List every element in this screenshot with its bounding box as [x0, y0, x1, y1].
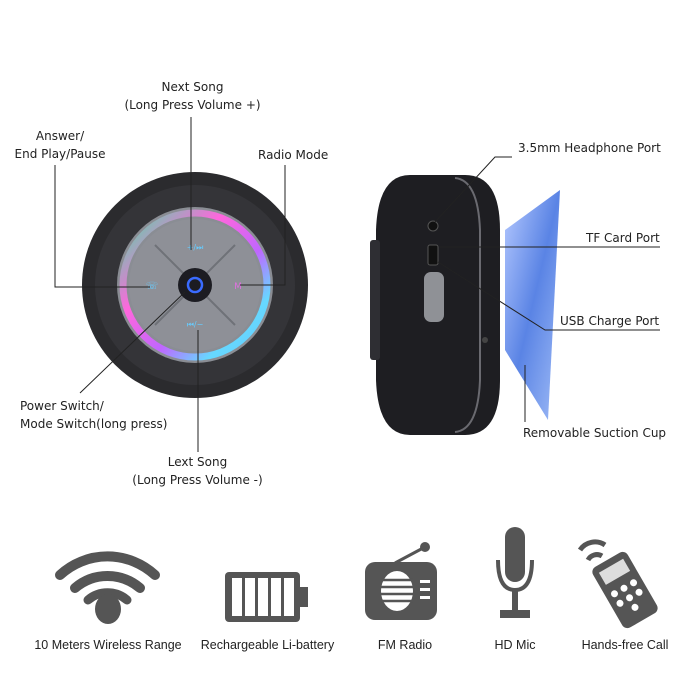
power-icon	[186, 276, 204, 294]
answer-label: Answer/End Play/Pause	[10, 127, 110, 163]
answer-glyph: ☏	[146, 281, 159, 292]
suction-cup	[505, 190, 560, 420]
lext-song-label: Lext Song (Long Press Volume -)	[115, 453, 280, 489]
label-line: (Long Press Volume +)	[124, 98, 261, 112]
wifi-icon	[55, 551, 160, 624]
feature-label-radio: FM Radio	[377, 638, 433, 652]
power-switch-label: Power Switch/Mode Switch(long press)	[20, 397, 167, 433]
next-song-label: Next Song (Long Press Volume +)	[110, 78, 275, 114]
radio-mode-label: Radio Mode	[258, 148, 329, 162]
microphone-icon	[496, 527, 534, 618]
suction-cup-label: Removable Suction Cup	[523, 426, 667, 440]
label-line: Power Switch/	[20, 399, 104, 413]
battery-icon	[225, 572, 308, 622]
label-line: Answer/	[35, 129, 85, 143]
phone-icon	[577, 539, 658, 629]
headphone-port-label: 3.5mm Headphone Port	[518, 141, 661, 155]
next-song-glyph: +/⏭	[187, 243, 204, 252]
label-line: End Play/Pause	[14, 147, 106, 161]
tf-card-port-label: TF Card Port	[586, 231, 660, 245]
feature-label-mic: HD Mic	[494, 638, 536, 652]
label-line: (Long Press Volume -)	[132, 473, 263, 487]
label-line: Lext Song	[167, 455, 228, 469]
callout-lines	[54, 117, 660, 452]
usb-port-label: USB Charge Port	[560, 314, 660, 328]
feature-icons	[55, 527, 658, 629]
radio-icon	[365, 542, 437, 620]
label-line: Mode Switch(long press)	[20, 417, 168, 431]
feature-label-wireless: 10 Meters Wireless Range	[34, 638, 182, 652]
speaker-side-view	[370, 175, 560, 435]
feature-label-battery: Rechargeable Li-battery	[200, 638, 335, 652]
speaker-front-view: +/⏭ ☏ M ⏮/−	[82, 172, 308, 398]
label-line: Next Song	[161, 80, 224, 94]
feature-label-call: Hands-free Call	[581, 638, 669, 652]
prev-song-glyph: ⏮/−	[187, 320, 204, 329]
mode-glyph: M	[234, 282, 242, 292]
